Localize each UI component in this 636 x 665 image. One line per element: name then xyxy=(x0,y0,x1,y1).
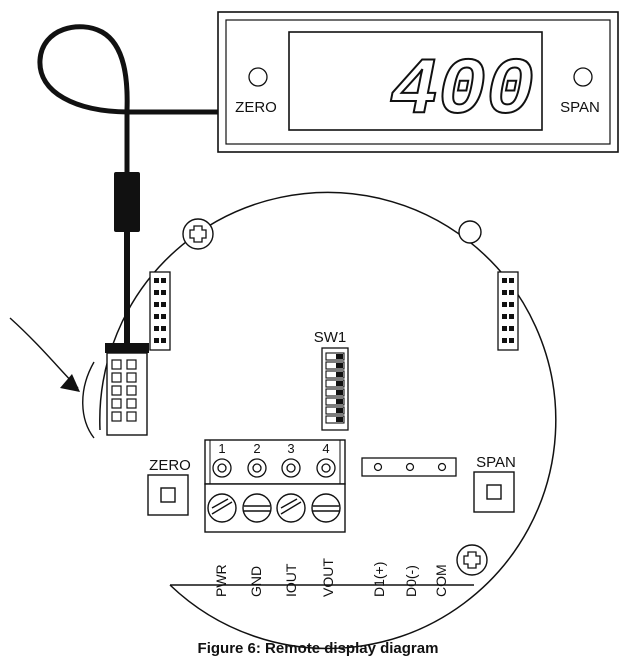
terminal-block: 1 2 3 4 xyxy=(204,439,346,533)
screw-icon xyxy=(182,218,214,250)
board-zero-label: ZERO xyxy=(149,457,191,474)
pin-header-right xyxy=(497,271,519,351)
dip-switch[interactable] xyxy=(321,347,349,431)
figure-caption: Figure 6: Remote display diagram xyxy=(197,640,439,657)
board-span-button[interactable] xyxy=(473,471,515,513)
pin-label-d1: D1(+) xyxy=(371,562,387,597)
display-zero-button[interactable] xyxy=(248,67,268,87)
display-span-label: SPAN xyxy=(560,99,600,116)
remote-display: ZERO SPAN 400 xyxy=(217,11,619,153)
screw-icon xyxy=(456,544,488,576)
cable-ferrite xyxy=(114,172,140,232)
pin-label-gnd: GND xyxy=(248,566,264,597)
comm-header xyxy=(361,457,457,477)
pin-label-iout: IOUT xyxy=(283,563,299,597)
pin-header-left xyxy=(149,271,171,351)
pin-label-vout: VOUT xyxy=(320,558,336,597)
display-span-button[interactable] xyxy=(573,67,593,87)
sw1-label: SW1 xyxy=(314,329,347,346)
terminal-number: 4 xyxy=(322,441,329,456)
lcd-screen xyxy=(288,31,543,131)
insertion-arrow xyxy=(9,317,95,439)
pin-label-com: COM xyxy=(433,564,449,597)
terminal-number: 2 xyxy=(253,441,260,456)
display-reading: 400 xyxy=(390,46,534,137)
pin-label-d0: D0(-) xyxy=(403,565,419,597)
cable xyxy=(37,24,218,175)
pin-label-pwr: PWR xyxy=(213,564,229,597)
terminal-number: 3 xyxy=(287,441,294,456)
board-span-label: SPAN xyxy=(476,454,516,471)
terminal-number: 1 xyxy=(218,441,225,456)
board-zero-button[interactable] xyxy=(147,474,189,516)
mounting-hole xyxy=(458,220,482,244)
pin-labels: PWR GND IOUT VOUT D1(+) D0(-) COM xyxy=(213,558,449,597)
display-zero-label: ZERO xyxy=(235,99,277,116)
circuit-board: SW1 ZERO SPAN xyxy=(9,191,557,650)
display-connector xyxy=(105,343,149,436)
